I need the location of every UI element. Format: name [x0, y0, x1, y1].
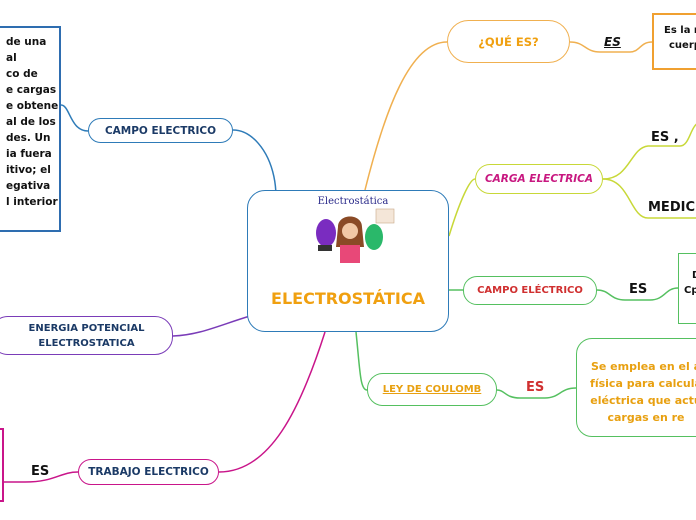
campo-electrico-definition-box: de una al co de e cargas e obtener al de… — [0, 26, 61, 232]
connector-que-es-es — [569, 41, 630, 53]
que-es-es-label: ES — [604, 35, 621, 49]
campo-def-line: e obtener — [6, 100, 61, 112]
connector-que-es — [364, 41, 448, 191]
campo-def-line: egativa — [6, 180, 51, 192]
trabajo-es-label: ES — [31, 464, 50, 479]
connector-ley — [355, 331, 368, 391]
connector-carga-es-up — [679, 123, 696, 147]
connector-campo-def — [60, 104, 89, 132]
connector-ley-box — [544, 387, 577, 399]
campo-def-line: des. Un — [6, 132, 51, 144]
connector-carga-es — [602, 145, 680, 180]
campo-right-def-line-2: Cp — [684, 285, 696, 296]
central-title: ELECTROSTÁTICA — [271, 289, 425, 308]
connector-que-es-box — [629, 41, 653, 53]
ley-def-line-1: Se emplea en el á — [590, 360, 696, 373]
connector-trabajo — [218, 331, 326, 473]
que-es-definition-box: Es la n cuerp — [652, 13, 696, 70]
trabajo-definition-box — [0, 428, 4, 502]
ley-es-label: ES — [526, 380, 545, 395]
connector-trabajo-es — [24, 471, 79, 483]
ley-definition-box: Se emplea en el á física para calcula el… — [576, 338, 696, 437]
campo-def-line: co de — [6, 68, 38, 80]
node-energia-potencial[interactable]: ENERGIA POTENCIAL ELECTROSTATICA — [0, 316, 173, 355]
node-que-es[interactable]: ¿QUÉ ES? — [447, 20, 570, 63]
connector-carga — [448, 178, 476, 237]
ley-def-line-4: cargas en re — [607, 411, 685, 424]
ley-def-line-2: física para calcula — [590, 377, 696, 390]
campo-def-line: l interior — [6, 196, 58, 208]
que-es-def-line-2: cuerp — [669, 40, 696, 51]
campo-right-definition-box: D Cp — [678, 253, 696, 324]
campo-right-es-label: ES — [629, 282, 648, 297]
connector-ley-es — [496, 389, 545, 399]
central-image: Electrostática — [312, 196, 398, 266]
campo-def-line: de una — [6, 36, 47, 48]
campo-right-def-line-1: D — [689, 268, 696, 283]
connector-campo-right-es — [596, 289, 650, 301]
balloons-girl-illustration — [316, 208, 395, 263]
carga-medic-label: MEDIC — [648, 200, 695, 215]
carga-es-label: ES , — [651, 130, 679, 145]
node-campo-electrico-right[interactable]: CAMPO ELÉCTRICO — [463, 276, 597, 305]
energia-line-2: ELECTROSTATICA — [38, 337, 135, 349]
que-es-def-line-1: Es la n — [664, 25, 696, 36]
energia-line-1: ENERGIA POTENCIAL — [28, 322, 145, 334]
campo-def-line: ia fuera — [6, 148, 52, 160]
central-image-caption: Electrostática — [317, 196, 389, 207]
connector-energia — [172, 315, 251, 337]
campo-def-line: al — [6, 52, 17, 64]
campo-def-line: e cargas — [6, 84, 57, 96]
campo-def-line: al de los — [6, 116, 56, 128]
connector-carga-medic — [602, 178, 696, 219]
node-ley-de-coulomb[interactable]: LEY DE COULOMB — [367, 373, 497, 406]
node-trabajo-electrico[interactable]: TRABAJO ELECTRICO — [78, 459, 219, 485]
ley-def-line-3: eléctrica que actú — [590, 394, 696, 407]
campo-def-line: itivo; el — [6, 164, 51, 176]
node-campo-electrico-left[interactable]: CAMPO ELECTRICO — [88, 118, 233, 143]
connector-campo-right-box — [649, 287, 679, 301]
node-carga-electrica[interactable]: CARGA ELECTRICA — [475, 164, 603, 194]
